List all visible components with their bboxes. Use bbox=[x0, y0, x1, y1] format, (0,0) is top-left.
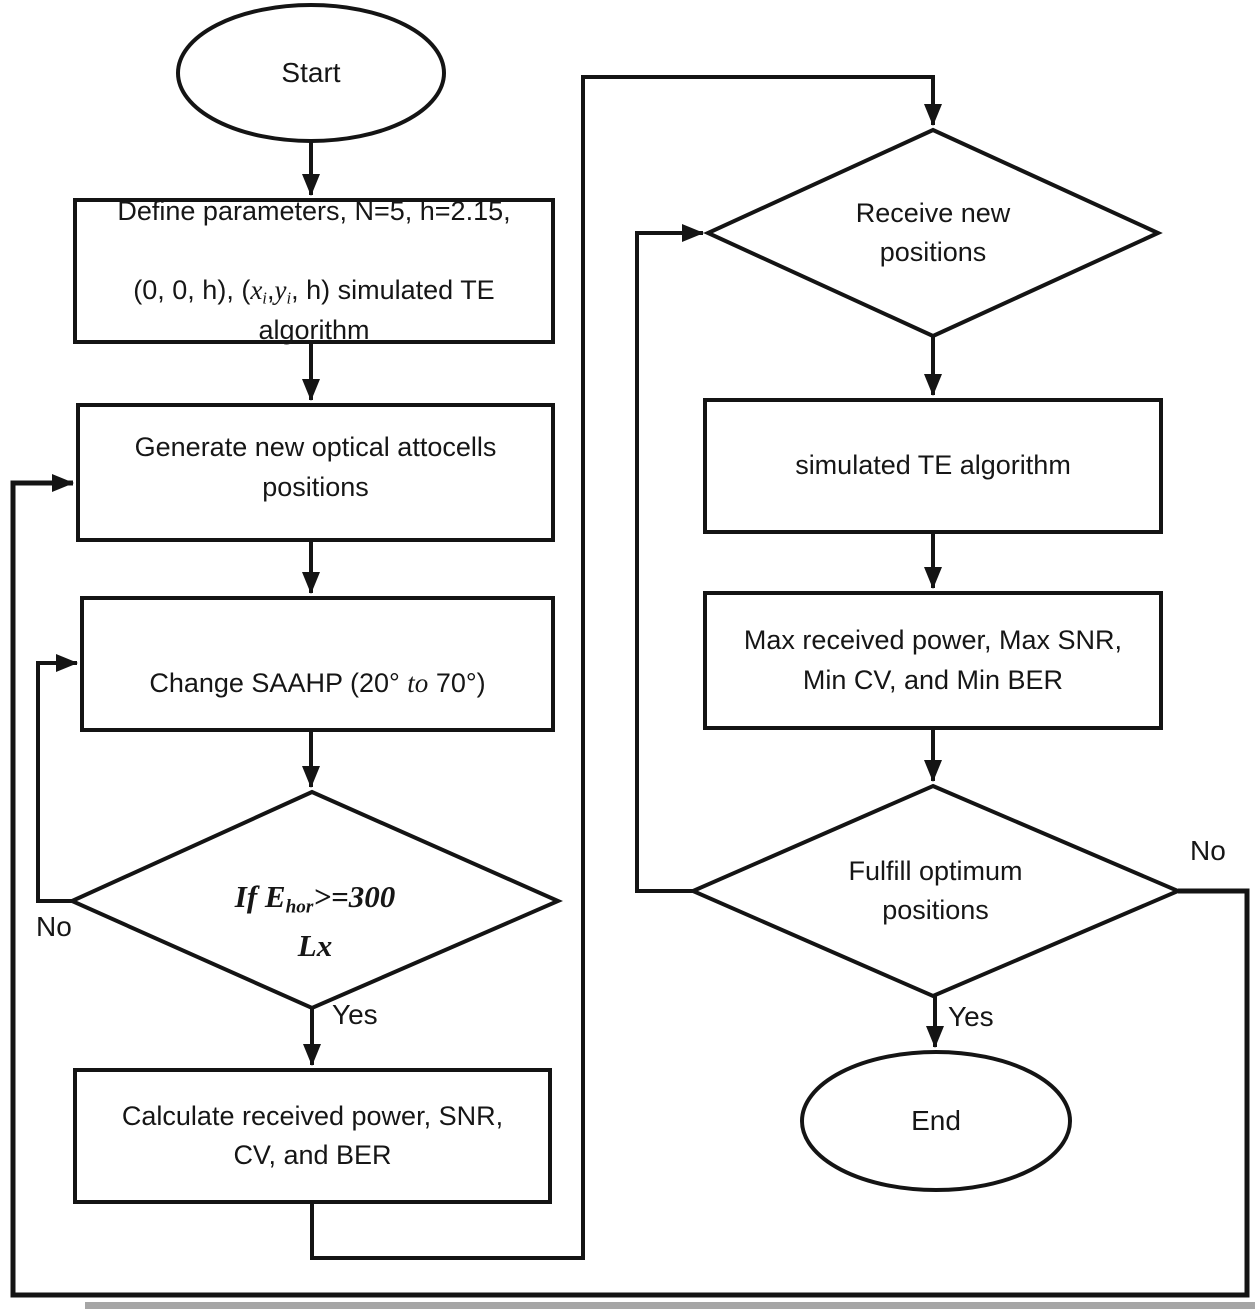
fulfill-decision-diamond bbox=[688, 783, 1184, 999]
edge-calculate-receive bbox=[310, 75, 942, 1260]
calculate-metrics-box bbox=[73, 1068, 552, 1204]
edge-fulfill-no-loop bbox=[10, 474, 1250, 1298]
edge-fulfill-receive bbox=[635, 224, 704, 893]
generate-positions-box bbox=[76, 403, 555, 542]
max-metrics-box bbox=[703, 591, 1163, 730]
define-parameters-box bbox=[73, 198, 555, 344]
end-ellipse bbox=[800, 1050, 1072, 1192]
change-saahp-box bbox=[80, 596, 555, 732]
simulated-te-box bbox=[703, 398, 1163, 534]
edge-decision-no-loop bbox=[36, 654, 78, 903]
illuminance-decision-diamond bbox=[67, 789, 563, 1011]
receive-positions-diamond bbox=[703, 127, 1163, 339]
scan-shadow bbox=[85, 1302, 1255, 1309]
start-ellipse bbox=[176, 3, 446, 143]
